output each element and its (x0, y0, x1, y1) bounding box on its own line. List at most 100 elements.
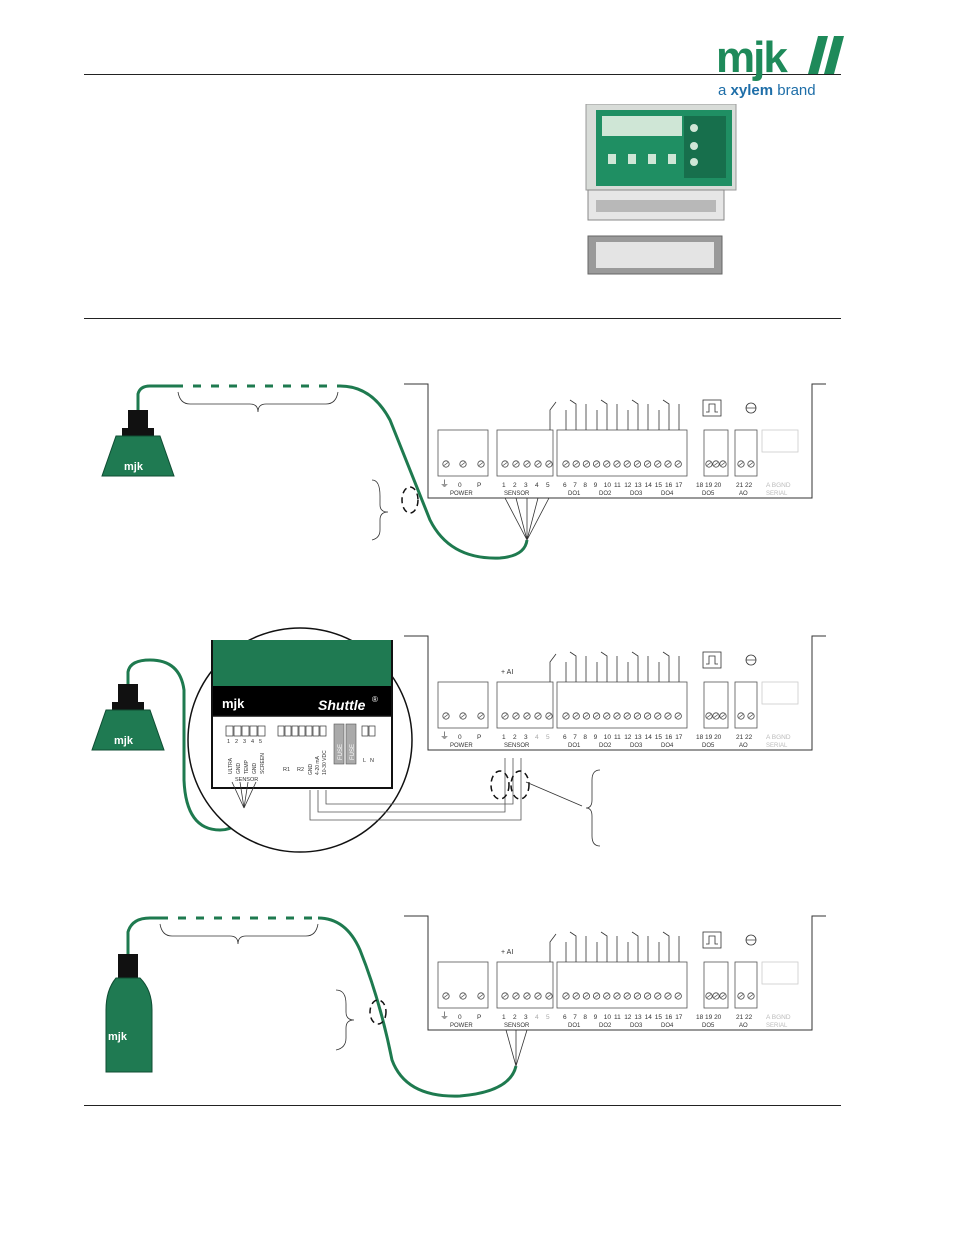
sensor-pin-label: 5 (546, 734, 550, 741)
sensor-pin-label: 2 (513, 482, 517, 489)
sensor-cap (118, 684, 138, 704)
do-pin-label: 11 (614, 734, 621, 741)
do-pin-label: 16 (665, 482, 673, 489)
sensor-pin-label: 3 (524, 734, 528, 741)
screw-slot (706, 994, 712, 998)
controller-photo (585, 104, 737, 275)
sensor-label: SENSOR (504, 743, 530, 749)
shuttle-terminal (233, 725, 242, 737)
do-pin-label: 12 (624, 1014, 632, 1021)
screw-slot (513, 994, 519, 998)
do-pin-label: 15 (655, 734, 663, 741)
screw-slot (443, 994, 449, 998)
do-group-label: DO3 (630, 491, 643, 497)
screw-slot (738, 714, 744, 718)
screw-slot (478, 714, 484, 718)
ai-label: + AI (501, 669, 513, 676)
power-label: POWER (450, 743, 473, 749)
shuttle-terminal (284, 725, 292, 737)
screw-slot (720, 714, 726, 718)
serial-label: SERIAL (766, 743, 788, 749)
serial-pin-label: A BGND (766, 1014, 791, 1021)
sensor-pin-label: 5 (546, 1014, 550, 1021)
screw-slot (706, 714, 712, 718)
screw-slot (584, 462, 589, 466)
sensor-pin-label: 4 (535, 1014, 539, 1021)
do-pin-label: 14 (645, 734, 653, 741)
sensor-relay-contact (549, 933, 557, 962)
do-pin-label: 17 (675, 1014, 683, 1021)
screw-slot (655, 462, 661, 466)
screw-slot (675, 462, 681, 466)
screw-slot (478, 994, 484, 998)
relay-contact (658, 931, 680, 962)
logo-slashes-icon (808, 36, 844, 74)
pulse-icon (702, 931, 722, 949)
screw-slot (502, 994, 508, 998)
shuttle-terminal (319, 725, 327, 737)
do-pin-label: 14 (645, 482, 653, 489)
sensor-body (105, 977, 153, 1073)
do-pin-label: 17 (675, 734, 683, 741)
screw-slot (645, 994, 650, 998)
do-pin-label: 9 (594, 482, 598, 489)
do-group-label: DO1 (568, 743, 581, 749)
shuttle-terminal (241, 725, 250, 737)
do-group-label: DO2 (599, 491, 612, 497)
housing-outline (404, 383, 826, 499)
relay-contact (658, 399, 680, 430)
do-pin-label: 11 (614, 1014, 621, 1021)
do-terminal-block (556, 961, 688, 1009)
housing-outline (404, 635, 826, 751)
screw-slot (748, 714, 754, 718)
mains-label: L (363, 758, 366, 764)
do-pin-label: 10 (604, 734, 612, 741)
serial-pin-label: A BGND (766, 734, 791, 741)
screw-slot (594, 714, 599, 718)
screen-brace (371, 479, 389, 541)
sensor-relay-contact (549, 401, 557, 430)
ao-pin-label: 21 22 (736, 1014, 753, 1021)
shuttle-terminal (312, 725, 320, 737)
logo-tagline: a xylem brand (718, 82, 816, 99)
relay-contact (596, 399, 618, 430)
screw-slot (604, 462, 610, 466)
power-terminal-block (437, 681, 489, 729)
screw-slot (546, 462, 552, 466)
screw-slot (546, 994, 552, 998)
do-pin-label: 16 (665, 1014, 673, 1021)
screw-slot (524, 714, 530, 718)
sensor-pin-label: 4 (535, 734, 539, 741)
screw-slot (738, 994, 744, 998)
cable-screen-marker (490, 770, 510, 800)
screw-slot (563, 994, 569, 998)
shuttle-out-label: 10-30 VDC (322, 750, 328, 775)
sensor-pin-label: 5 (546, 482, 550, 489)
fuse-label: FUSE (350, 744, 356, 760)
screw-slot (655, 994, 661, 998)
screw-slot (655, 714, 661, 718)
screw-slot (460, 994, 466, 998)
shuttle-pin-label: 1 (227, 739, 230, 745)
do-pin-label: 7 (573, 1014, 577, 1021)
screw-slot (460, 714, 466, 718)
screw-slot (478, 462, 484, 466)
cable-screen-marker (510, 770, 530, 800)
ground-icon: ⏚ (440, 731, 449, 741)
cable-screen-marker (369, 999, 387, 1025)
shuttle-terminal (291, 725, 299, 737)
shuttle-relay-label: R1 (283, 767, 290, 773)
sensor-cable (317, 916, 518, 1098)
middle-rule (84, 318, 841, 319)
screw-slot (614, 714, 620, 718)
pointer-line (525, 781, 583, 807)
sensor-label: SENSOR (504, 491, 530, 497)
do-group-label: DO4 (661, 1023, 674, 1029)
signal-lines (309, 758, 522, 821)
sensor-cable (126, 916, 160, 954)
screw-slot (460, 462, 466, 466)
screw-slot (573, 714, 579, 718)
ao-terminal-block (734, 681, 758, 729)
sensor-pin-label: 1 (502, 482, 506, 489)
screw-slot (624, 714, 630, 718)
